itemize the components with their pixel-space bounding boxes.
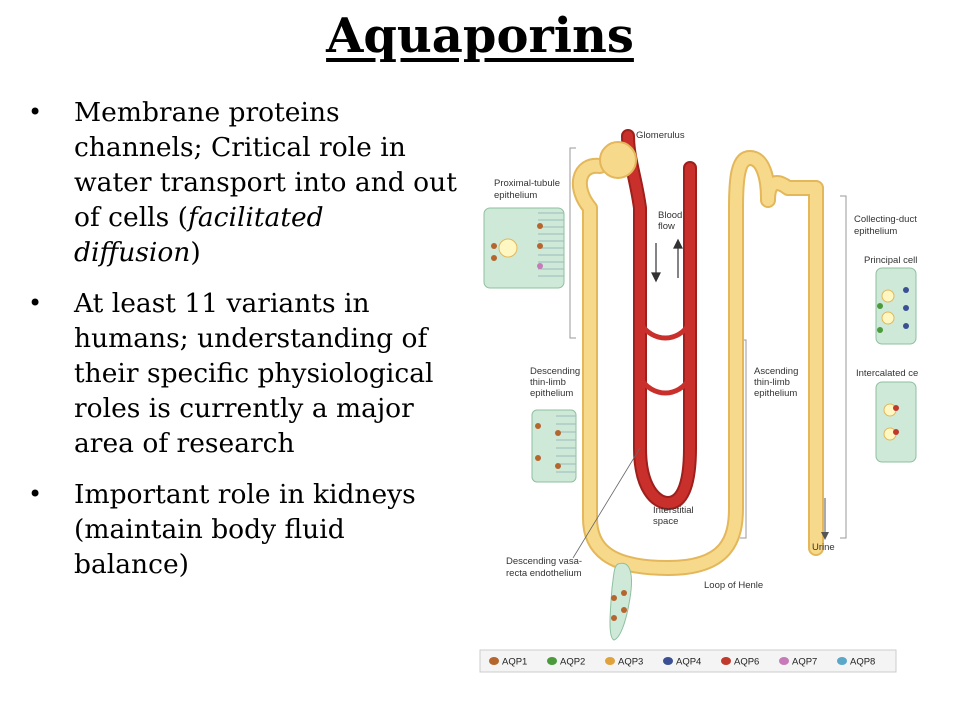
label-desc-thin-2: thin-limb <box>530 377 566 388</box>
legend-label-aqp1: AQP1 <box>502 657 527 668</box>
label-collecting-1: Collecting-duct <box>854 214 917 225</box>
label-asc-thin-1: Ascending <box>754 366 798 377</box>
label-blood-2: flow <box>658 221 675 232</box>
legend-label-aqp3: AQP3 <box>618 657 643 668</box>
region-brackets <box>569 147 847 539</box>
legend-label-aqp6: AQP6 <box>734 657 759 668</box>
label-blood-1: Blood <box>658 210 682 221</box>
label-loop: Loop of Henle <box>704 580 763 591</box>
label-interstitial-2: space <box>653 516 678 527</box>
nephron-diagram: Glomerulus Proximal-tubule epithelium Bl… <box>479 129 918 673</box>
legend-label-aqp8: AQP8 <box>850 657 875 668</box>
label-asc-thin-3: epithelium <box>754 388 797 399</box>
nephron-tubule <box>571 141 829 576</box>
bullet-item-3: Important role in kidneys (maintain body… <box>28 477 458 582</box>
vasa-recta-endothelium-cell <box>609 562 632 641</box>
label-glomerulus: Glomerulus <box>636 130 685 141</box>
legend-label-aqp7: AQP7 <box>792 657 817 668</box>
legend-swatch-aqp3 <box>605 657 615 665</box>
label-desc-thin-1: Descending <box>530 366 580 377</box>
bullet-list: Membrane proteins channels; Critical rol… <box>28 95 458 598</box>
label-proximal-1: Proximal-tubule <box>494 178 560 189</box>
legend-swatch-aqp6 <box>721 657 731 665</box>
legend-swatch-aqp8 <box>837 657 847 665</box>
label-principal: Principal cell <box>864 255 917 266</box>
slide-title: Aquaporins <box>326 8 634 64</box>
legend-swatch-aqp1 <box>489 657 499 665</box>
label-asc-thin-2: thin-limb <box>754 377 790 388</box>
principal-cell <box>875 267 917 345</box>
label-interstitial-1: Interstitial <box>653 505 694 516</box>
vasa-pointer <box>572 447 641 559</box>
blood-flow-arrows <box>651 238 683 283</box>
aqp-legend: AQP1 AQP2 AQP3 AQP4 AQP6 AQP7 AQP8 <box>479 649 897 673</box>
label-vasa-1: Descending vasa- <box>506 556 582 567</box>
bullet-item-2: At least 11 variants in humans; understa… <box>28 286 458 461</box>
legend-label-aqp2: AQP2 <box>560 657 585 668</box>
intercalated-cell <box>875 381 917 463</box>
label-collecting-2: epithelium <box>854 226 897 237</box>
legend-swatch-aqp7 <box>779 657 789 665</box>
descending-thin-limb-cell <box>531 409 577 483</box>
vasa-recta <box>621 129 697 511</box>
label-vasa-2: recta endothelium <box>506 568 582 579</box>
label-urine: Urine <box>812 542 835 553</box>
legend-swatch-aqp4 <box>663 657 673 665</box>
legend-swatch-aqp2 <box>547 657 557 665</box>
proximal-tubule-cell <box>483 207 565 289</box>
bullet-item-1: Membrane proteins channels; Critical rol… <box>28 95 458 270</box>
glomerulus-shape <box>599 141 637 179</box>
label-proximal-2: epithelium <box>494 190 537 201</box>
label-desc-thin-3: epithelium <box>530 388 573 399</box>
label-intercalated: Intercalated cell <box>856 368 918 379</box>
legend-label-aqp4: AQP4 <box>676 657 701 668</box>
